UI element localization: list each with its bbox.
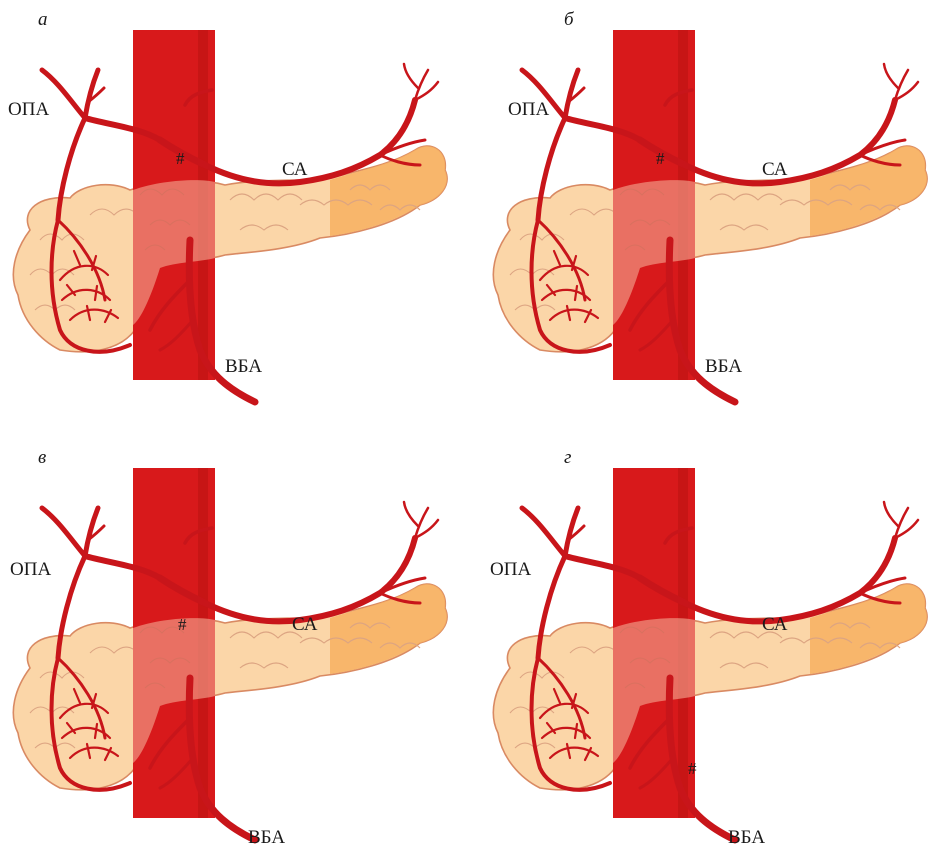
panel-letter: г <box>564 448 571 467</box>
diagram-panel-4: г ОПА СА ВБА # <box>480 438 950 868</box>
label-superior-mesenteric-artery: ВБА <box>225 357 262 376</box>
label-superior-mesenteric-artery: ВБА <box>728 828 765 847</box>
anatomy-drawing <box>0 438 470 868</box>
label-common-hepatic-artery: ОПА <box>10 560 51 579</box>
panel-letter: в <box>38 448 46 467</box>
anatomy-drawing <box>480 438 950 868</box>
lesion-marker: # <box>178 616 187 633</box>
diagram-panel-2: б ОПА СА ВБА # <box>480 0 950 430</box>
lesion-marker: # <box>688 760 697 777</box>
label-common-hepatic-artery: ОПА <box>508 100 549 119</box>
label-superior-mesenteric-artery: ВБА <box>705 357 742 376</box>
lesion-marker: # <box>656 150 665 167</box>
lesion-marker: # <box>176 150 185 167</box>
panel-letter: а <box>38 10 48 29</box>
label-splenic-artery: СА <box>292 615 317 634</box>
label-common-hepatic-artery: ОПА <box>490 560 531 579</box>
diagram-panel-3: в ОПА СА ВБА # <box>0 438 470 868</box>
label-splenic-artery: СА <box>282 160 307 179</box>
label-common-hepatic-artery: ОПА <box>8 100 49 119</box>
label-splenic-artery: СА <box>762 160 787 179</box>
diagram-panel-1: а ОПА СА ВБА # <box>0 0 470 430</box>
label-superior-mesenteric-artery: ВБА <box>248 828 285 847</box>
label-splenic-artery: СА <box>762 615 787 634</box>
panel-letter: б <box>564 10 574 29</box>
